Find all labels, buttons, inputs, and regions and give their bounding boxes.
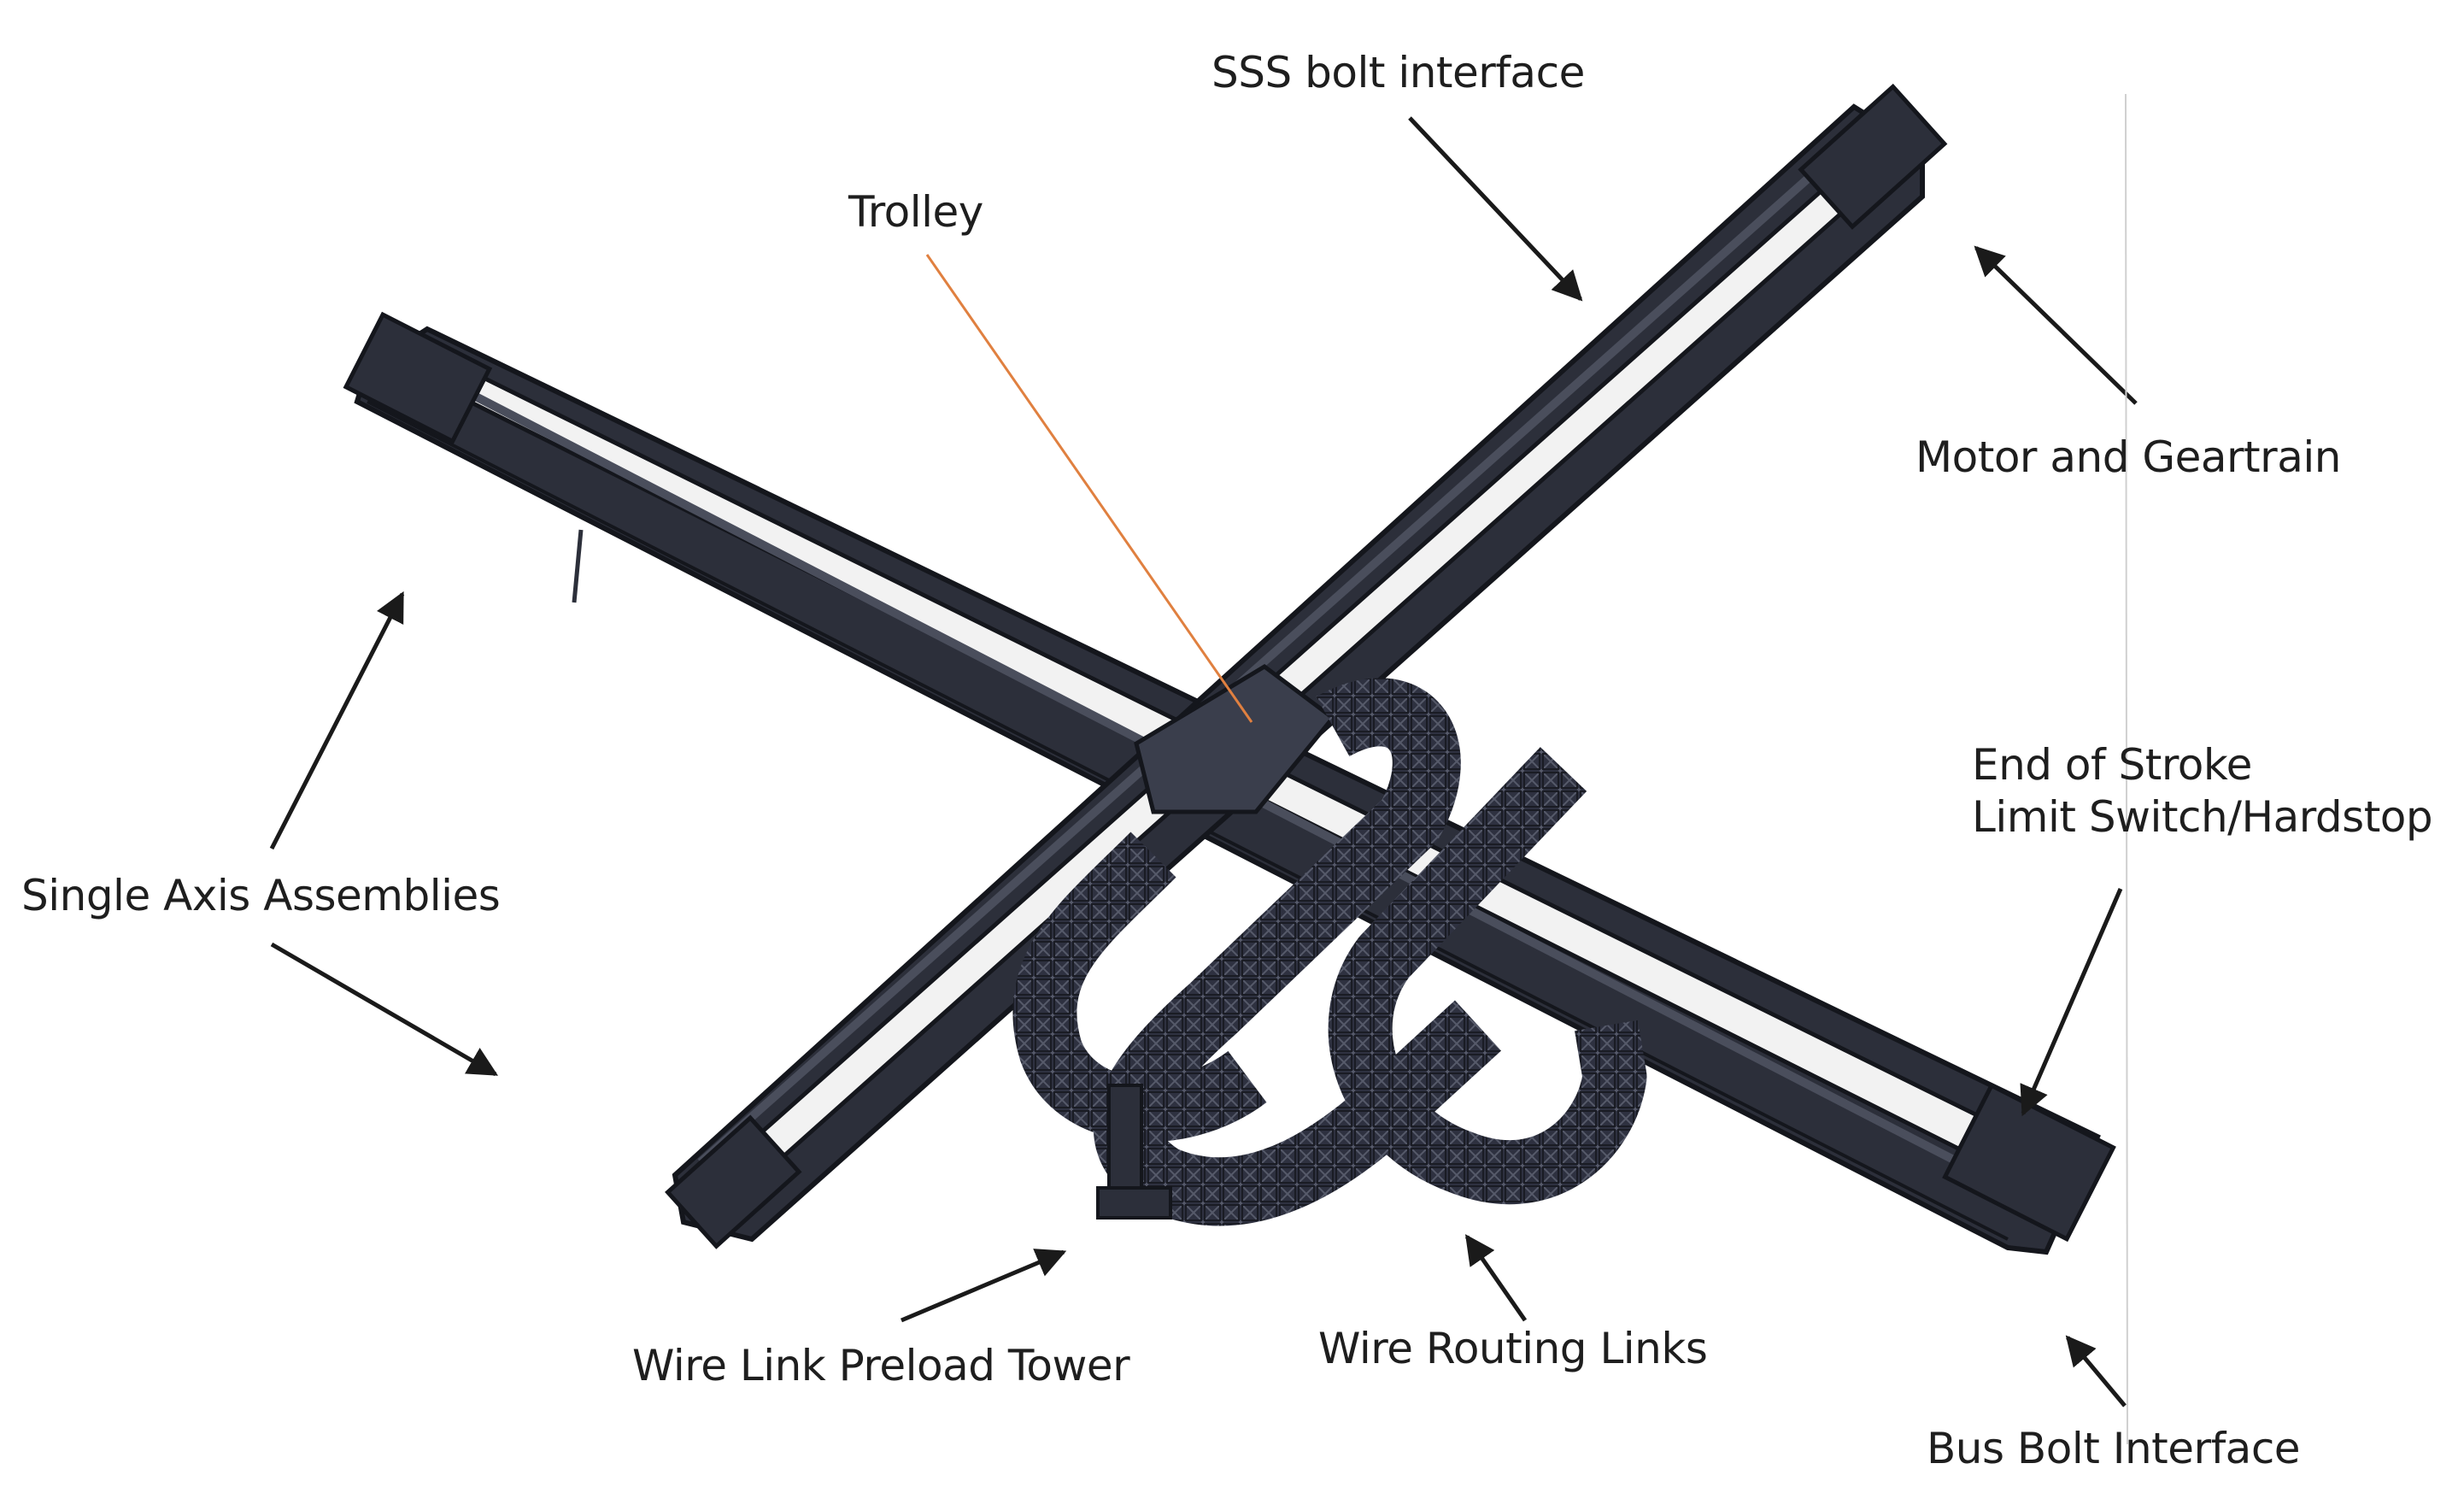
- label-single-axis-text: Single Axis Assemblies: [21, 871, 501, 920]
- label-end-stroke-line2: Limit Switch/Hardstop: [1972, 792, 2433, 842]
- label-bus-bolt-text: Bus Bolt Interface: [1927, 1424, 2301, 1473]
- rail-a-bracket: [572, 529, 584, 603]
- label-wire-tower-text: Wire Link Preload Tower: [632, 1341, 1130, 1390]
- label-wire-link-preload-tower: Wire Link Preload Tower: [632, 1340, 1130, 1392]
- arrow-single-axis-down: [270, 942, 499, 1077]
- label-trolley-text: Trolley: [848, 187, 983, 237]
- trolley: [1134, 663, 1336, 814]
- label-bus-bolt-interface: Bus Bolt Interface: [1927, 1423, 2301, 1475]
- label-end-stroke-line1: End of Stroke: [1972, 740, 2252, 790]
- wire-link-preload-tower: [1096, 1084, 1172, 1220]
- label-trolley: Trolley: [848, 186, 983, 238]
- frame-line: [2125, 93, 2128, 1445]
- label-motor-text: Motor and Geartrain: [1915, 432, 2341, 482]
- trolley-pointer: [925, 254, 1253, 723]
- label-motor-and-geartrain: Motor and Geartrain: [1915, 432, 2341, 484]
- label-wire-routing-text: Wire Routing Links: [1318, 1324, 1708, 1373]
- label-wire-routing-links: Wire Routing Links: [1318, 1323, 1708, 1375]
- rail-b-end-block-bottom: [665, 1114, 802, 1249]
- label-single-axis-assemblies: Single Axis Assemblies: [21, 870, 501, 922]
- drag-chain-loop-3: [1012, 832, 1267, 1143]
- label-sss-bolt-interface: SSS bolt interface: [1211, 47, 1585, 99]
- single-axis-assembly-b: [665, 83, 1948, 1249]
- rail-b-end-block-top: [1798, 83, 1948, 230]
- arrow-motor: [1974, 245, 2138, 405]
- label-sss-bolt-text: SSS bolt interface: [1211, 48, 1585, 97]
- annotation-arrows: [269, 116, 2138, 1408]
- drag-chain-loop-2: [1328, 747, 1647, 1205]
- rail-b-guide: [697, 142, 1849, 1166]
- rail-a-end-block-right: [1942, 1082, 2116, 1243]
- arrow-single-axis-up: [269, 591, 405, 850]
- tower-foot: [1096, 1186, 1172, 1220]
- trolley-plate: [1134, 663, 1336, 814]
- label-end-of-stroke: End of Stroke Limit Switch/Hardstop: [1972, 739, 2433, 843]
- arrow-bus-bolt: [2065, 1335, 2127, 1408]
- rail-a-end-block-left: [343, 311, 493, 444]
- arrow-end-stroke: [2020, 888, 2123, 1117]
- arrow-wire-tower: [901, 1249, 1067, 1323]
- arrow-sss-bolt: [1408, 116, 1583, 302]
- arrow-wire-routing: [1464, 1234, 1528, 1322]
